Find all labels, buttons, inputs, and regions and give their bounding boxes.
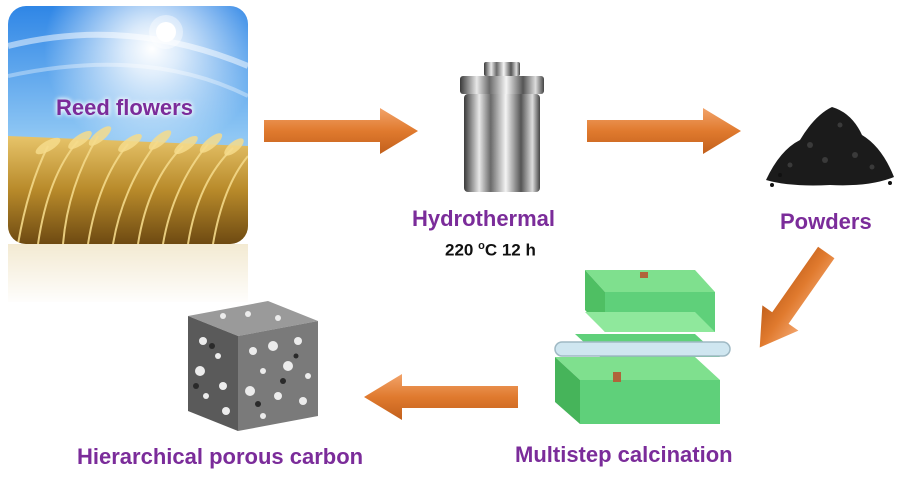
hydrothermal-condition: 220 oC 12 h — [445, 240, 536, 261]
powders-label: Powders — [780, 209, 872, 234]
reed-flowers-label: Reed flowers — [56, 95, 193, 120]
carbon-label: Hierarchical porous carbon — [77, 444, 364, 469]
tube-furnace-icon — [545, 262, 735, 432]
condition-rest: C 12 h — [484, 240, 536, 260]
arrow-right-icon — [262, 106, 422, 156]
reed-flowers-image — [8, 6, 248, 306]
powder-pile-icon — [760, 95, 900, 195]
autoclave-icon — [452, 60, 552, 195]
condition-temp: 220 — [445, 240, 479, 260]
arrow-down-left-icon — [738, 240, 848, 360]
porous-cube-icon — [178, 296, 328, 436]
arrow-right-icon — [585, 106, 745, 156]
condition-degree: o — [478, 240, 485, 252]
sun-icon — [148, 14, 184, 50]
calcination-label: Multistep calcination — [515, 442, 733, 467]
arrow-left-icon — [360, 372, 520, 422]
hydrothermal-label: Hydrothermal — [412, 206, 556, 231]
